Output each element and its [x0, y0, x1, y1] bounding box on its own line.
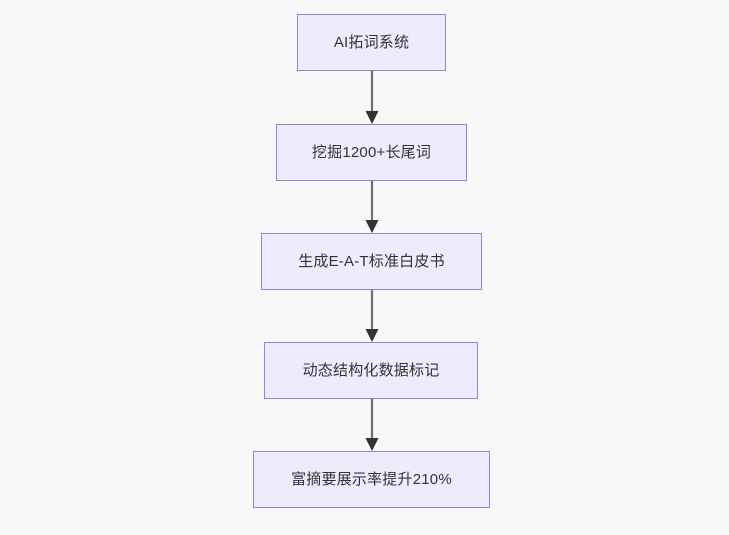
edge-n1-n2 — [365, 181, 379, 233]
flowchart-node-structured-data-markup[interactable]: 动态结构化数据标记 — [264, 342, 478, 399]
flowchart-node-eat-whitepaper[interactable]: 生成E-A-T标准白皮书 — [261, 233, 482, 290]
flowchart-node-rich-snippet-result[interactable]: 富摘要展示率提升210% — [253, 451, 490, 508]
node-label: 动态结构化数据标记 — [302, 361, 440, 379]
node-label: 挖掘1200+长尾词 — [311, 143, 432, 161]
node-label: 生成E-A-T标准白皮书 — [298, 252, 445, 270]
flowchart-node-ai-keyword-system[interactable]: AI拓词系统 — [297, 14, 446, 71]
edge-n3-n4 — [365, 399, 379, 451]
node-label: AI拓词系统 — [333, 33, 410, 51]
edge-n2-n3 — [365, 290, 379, 342]
edge-n0-n1 — [365, 71, 379, 124]
node-label: 富摘要展示率提升210% — [291, 470, 452, 488]
flowchart-node-longtail-mining[interactable]: 挖掘1200+长尾词 — [276, 124, 467, 181]
